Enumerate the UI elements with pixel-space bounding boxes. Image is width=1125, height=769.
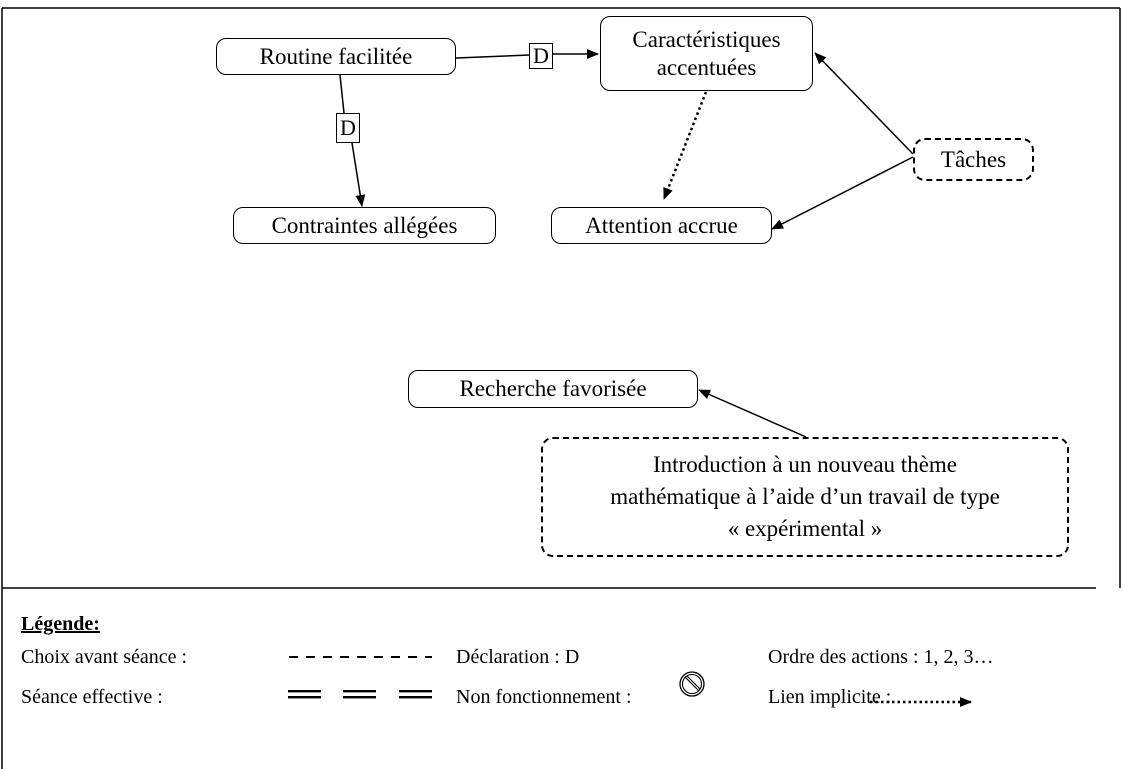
node-routine-facilitee: Routine facilitée [216,38,456,75]
node-intro-line1: Introduction à un nouveau thème [652,452,958,477]
node-intro-line2: mathématique à l’aide d’un travail de ty… [610,484,1000,509]
link-taches-caract [814,52,914,155]
link-taches-attention [771,156,914,230]
legend-ordre: Ordre des actions : 1, 2, 3… [768,646,994,668]
legend-choix-avant: Choix avant séance : [21,646,188,668]
legend-sample-seance-effective [288,690,432,699]
implicit-link-caract-attention [662,91,708,200]
link-routine-caract-a [455,54,530,59]
link-routine-contraintes-a [339,74,345,114]
node-attention-accrue: Attention accrue [551,207,772,244]
link-routine-contraintes-b [351,142,366,207]
node-contraintes-label: Contraintes allégées [271,212,458,238]
node-intro-line3: « expérimental » [727,516,883,541]
legend-lien-implicite: Lien implicite : [768,686,892,708]
legend-seance-effective: Séance effective : [21,686,163,708]
legend-declaration: Déclaration : D [456,646,580,668]
node-recherche-label: Recherche favorisée [459,376,647,401]
node-caract-label-line1: Caractéristiques [632,26,781,52]
node-contraintes-allegees: Contraintes allégées [233,207,496,244]
legend-title: Légende: [21,613,100,635]
link-label-routine-caract: D [529,43,553,69]
link-label-routine-contraintes: D [336,113,360,143]
node-taches-label: Tâches [940,146,1007,172]
prohibited-icon [678,670,706,698]
link-intro-recherche [698,389,807,438]
node-attention-label: Attention accrue [585,212,738,238]
legend-non-fonctionnement: Non fonctionnement : [456,686,632,708]
node-caract-label-line2: accentuées [656,54,757,80]
node-recherche-favorisee: Recherche favorisée [408,370,698,408]
node-caracteristiques-accentuees: Caractéristiques accentuées [600,16,813,91]
node-introduction-theme: Introduction à un nouveau thème mathémat… [541,437,1069,557]
node-routine-label: Routine facilitée [259,43,413,69]
node-taches: Tâches [913,138,1034,181]
